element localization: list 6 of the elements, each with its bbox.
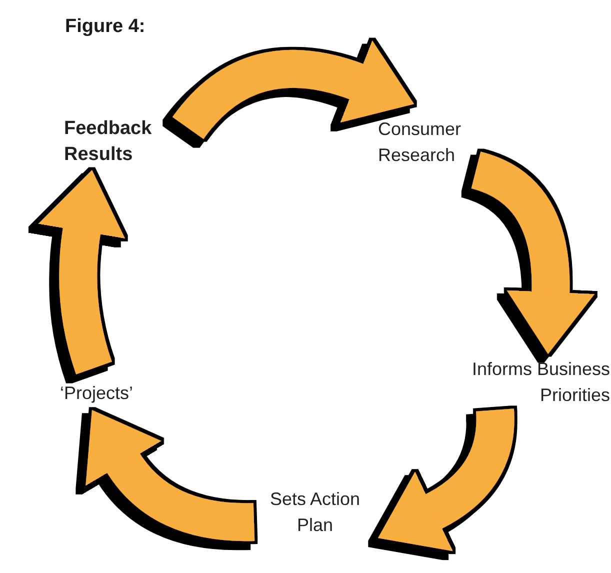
- node-label: ‘Projects’: [60, 380, 160, 406]
- node-label: Sets Action Plan: [256, 486, 374, 538]
- node-label: Consumer Research: [378, 116, 478, 168]
- figure-title: Figure 4:: [65, 16, 146, 38]
- node-label: Feedback Results: [64, 116, 184, 168]
- node-label: Informs Business Priorities: [446, 356, 610, 408]
